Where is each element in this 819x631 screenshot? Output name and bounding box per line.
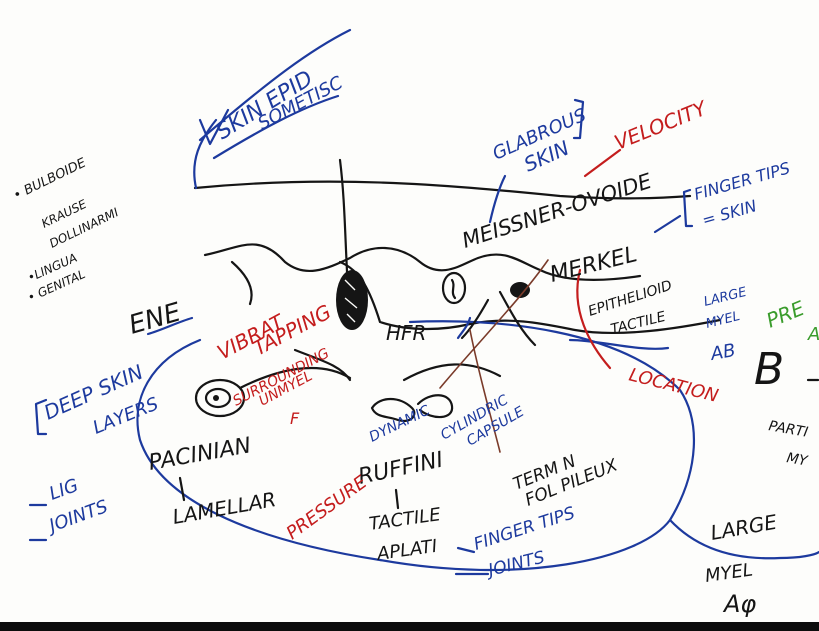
pacinian-core (213, 395, 219, 401)
bottom-edge-bar (0, 622, 819, 631)
merkel-nerve (498, 290, 537, 347)
myel-2-label: MYEL (704, 559, 754, 586)
hfr-label: HFR (386, 321, 426, 345)
location-curve (568, 338, 670, 350)
dynamic-label: DYNAMIC (367, 402, 433, 445)
joints-2-label: JOINTS (483, 548, 547, 582)
ruffini-arc (402, 363, 502, 382)
eye-line-left (230, 260, 253, 306)
tactile-label: TACTILE (609, 309, 667, 338)
merkel-leader (653, 214, 682, 234)
follicle-hatching (344, 279, 358, 323)
merkel-label: MERKEL (547, 242, 639, 288)
free-nerve-line-2 (469, 329, 501, 453)
velocity-underline (583, 148, 622, 178)
ruffini-down-mark (394, 488, 400, 510)
glabrous-bracket (572, 98, 585, 140)
leader-skin-epid (193, 118, 218, 190)
fingertips-bracket (682, 188, 694, 228)
merkel-arm (460, 298, 490, 340)
myel-label: MYEL (704, 309, 741, 332)
pre-green-label: PRE (763, 296, 808, 333)
b-big-label: B (754, 344, 784, 395)
bulboide-label: • BULBOIDE (11, 155, 89, 203)
parti-label: PARTI (767, 418, 809, 441)
fingertips-dash (456, 546, 476, 554)
hair-shaft (338, 158, 350, 292)
meissner-corpuscle-icon (441, 271, 467, 305)
my-label: MY (785, 450, 810, 470)
ruffini-label: RUFFINI (356, 448, 445, 490)
epidermis-wavy-line (203, 243, 642, 281)
aplati-label: APLATI (375, 536, 439, 565)
nerve-tail-line (668, 518, 819, 560)
f-label: F (290, 409, 300, 428)
check-mark-skin (198, 108, 230, 146)
free-nerve-line-1 (439, 259, 549, 389)
lamellar-label: LAMELLAR (171, 487, 278, 529)
ene-label: ENE (126, 297, 185, 340)
fingertips-label: FINGER TIPS (692, 158, 792, 204)
blue-branch-1 (456, 316, 472, 340)
location-label: LOCATION (627, 364, 721, 406)
velocity-label: VELOCITY (611, 95, 711, 154)
a-beta-label: AB (708, 340, 737, 365)
hair-follicle-icon (336, 270, 368, 330)
large-2-label: LARGE (709, 510, 779, 545)
large-oval-outline (136, 320, 696, 572)
fingertips-2-label: FINGER TIPS (471, 503, 577, 555)
pacinian-down-mark (178, 476, 186, 502)
deep-skin-bracket (34, 398, 48, 436)
ruffini-ending-icon (370, 397, 416, 422)
ene-underline (146, 316, 194, 336)
meissner-inner (450, 278, 457, 300)
meissner-label: MEISSNER-OVOIDE (459, 169, 655, 253)
ruffini-loop (416, 394, 454, 419)
a-phi-label: Aφ (722, 590, 756, 618)
location-leader (576, 268, 612, 370)
epidermis-top-line (193, 180, 692, 200)
pressure-label: PRESSURE (283, 471, 372, 544)
pacinian-nerve (238, 366, 352, 390)
pacinian-label: PACINIAN (147, 433, 253, 476)
fingertips-skin-label: = SKIN (700, 196, 759, 230)
tactile-2-label: TACTILE (368, 504, 443, 535)
somatic-underline (212, 94, 340, 160)
large-label: LARGE (702, 285, 749, 310)
pacinian-corpuscle-icon (194, 378, 246, 418)
pacinian-inner (204, 387, 232, 409)
a-green-label: A (807, 324, 819, 345)
merkel-disc-icon (510, 282, 530, 298)
lig-label: LIG (47, 475, 82, 505)
glabrous-leader (488, 174, 507, 224)
